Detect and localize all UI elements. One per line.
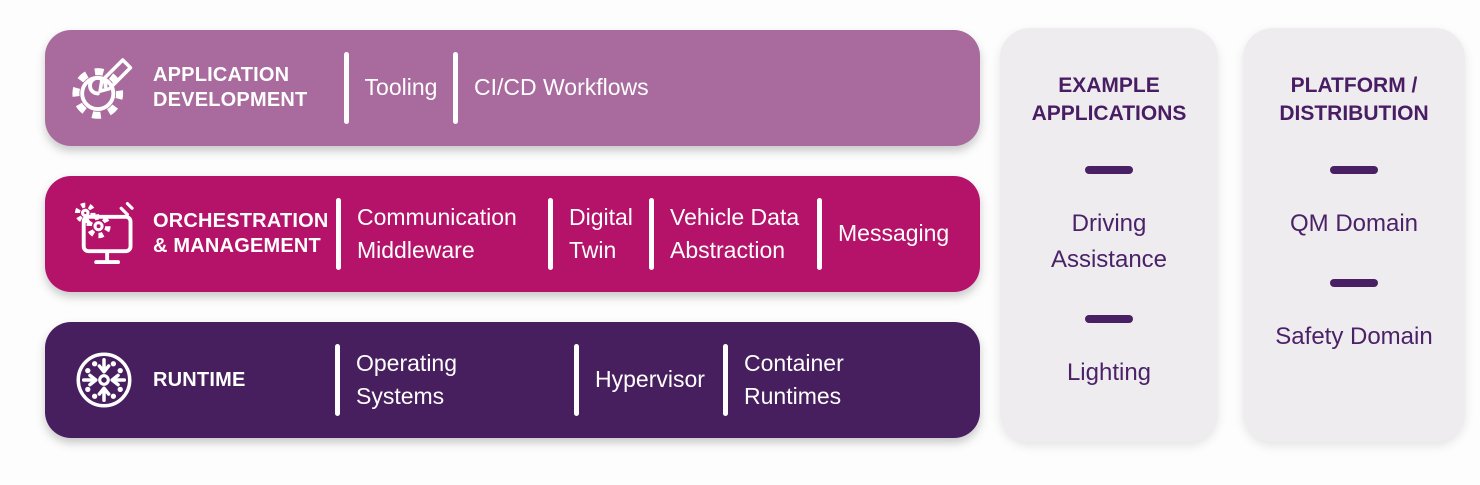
panel-title: EXAMPLE APPLICATIONS <box>1031 74 1187 126</box>
band-runtime: RUNTIME Operating Systems Hypervisor Con… <box>45 322 980 438</box>
vertical-divider <box>335 344 340 416</box>
band-item-tooling: Tooling <box>364 74 438 101</box>
band-item-communication-middleware: Communication Middleware <box>357 203 517 263</box>
band-item-container-runtimes: Container Runtimes <box>744 349 844 409</box>
panel-item-lighting: Lighting <box>1066 358 1152 386</box>
vertical-divider <box>817 198 822 270</box>
divider-dash <box>1085 165 1133 174</box>
divider-dash <box>1085 314 1133 323</box>
band-application-development: APPLICATION DEVELOPMENT Tooling CI/CD Wo… <box>45 30 980 146</box>
band-header-orchestration-management: ORCHESTRATION & MANAGEMENT <box>45 176 336 292</box>
band-item-cicd-workflows: CI/CD Workflows <box>474 74 649 101</box>
panel-item-qm-domain: QM Domain <box>1289 209 1419 237</box>
band-item-operating-systems: Operating Systems <box>356 349 458 409</box>
band-item-digital-twin: Digital Twin <box>569 203 633 263</box>
band-header-runtime: RUNTIME <box>45 322 335 438</box>
band-header-application-development: APPLICATION DEVELOPMENT <box>45 30 344 146</box>
panel-example-applications: EXAMPLE APPLICATIONS Driving Assistance … <box>1000 28 1218 442</box>
vertical-divider <box>723 344 728 416</box>
cpu-arrows-icon <box>65 339 143 421</box>
panel-item-safety-domain: Safety Domain <box>1275 322 1433 350</box>
band-item-vehicle-data-abstraction: Vehicle Data Abstraction <box>670 203 800 263</box>
vertical-divider <box>548 198 553 270</box>
divider-dash <box>1330 278 1378 287</box>
band-orchestration-management: ORCHESTRATION & MANAGEMENT Communication… <box>45 176 980 292</box>
panel-platform-distribution: PLATFORM / DISTRIBUTION QM Domain Safety… <box>1243 28 1465 442</box>
monitor-gears-icon <box>65 193 143 275</box>
band-label: APPLICATION DEVELOPMENT <box>153 64 308 111</box>
band-label: RUNTIME <box>153 368 246 391</box>
band-item-hypervisor: Hypervisor <box>595 366 705 393</box>
vertical-divider <box>336 198 341 270</box>
vertical-divider <box>574 344 579 416</box>
vertical-divider <box>344 52 349 124</box>
panel-item-driving-assistance: Driving Assistance <box>1050 209 1168 273</box>
panel-title: PLATFORM / DISTRIBUTION <box>1279 74 1429 126</box>
band-item-messaging: Messaging <box>838 220 950 247</box>
vertical-divider <box>649 198 654 270</box>
vertical-divider <box>453 52 458 124</box>
gear-pencil-icon <box>65 47 143 129</box>
divider-dash <box>1330 165 1378 174</box>
band-label: ORCHESTRATION & MANAGEMENT <box>153 210 329 257</box>
